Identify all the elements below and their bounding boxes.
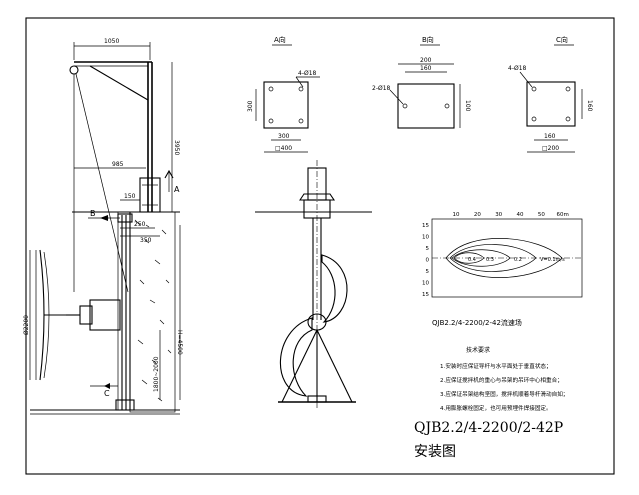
flow-y-tick: 10 (422, 235, 429, 241)
dim-150: 150 (124, 193, 136, 200)
view-b: B向 2-Ø18 200 160 100 (372, 35, 471, 129)
view-a-hole: 4-Ø18 (298, 70, 317, 77)
flow-x-tick: 60m (557, 212, 569, 218)
dim-250: 250 (134, 221, 146, 228)
view-a-width: 300 (278, 133, 290, 140)
view-b-width-inner: 160 (420, 65, 432, 72)
dim-height: H=4500 (176, 330, 183, 355)
flow-y-tick: 5 (426, 246, 430, 252)
view-c-outer: □200 (542, 145, 559, 152)
view-b-title: B向 (422, 35, 434, 44)
side-view: 1050 3950 985 150 250 350 Ø2200 H=4500 1… (23, 38, 183, 415)
view-a: A向 4-Ø18 300 300 □400 (247, 35, 320, 153)
contour-inner (453, 252, 485, 264)
view-a-height: 300 (247, 100, 254, 112)
view-a-outer: □400 (275, 145, 292, 152)
contour-outer (445, 238, 563, 278)
contour-3 (451, 249, 511, 267)
tech-item-1: 1.安装时应保证导杆与水平面处于垂直状态； (440, 362, 552, 370)
tech-item-4: 4.用膨胀螺栓固定，也可用预埋件焊接固定。 (440, 404, 552, 412)
flow-x-tick: 20 (474, 212, 481, 218)
view-c-hole: 4-Ø18 (508, 65, 527, 72)
view-label-a: A (174, 185, 180, 194)
tech-requirements: 技术要求 1.安装时应保证导杆与水平面处于垂直状态； 2.应保证搅拌机的重心与吊… (440, 346, 568, 412)
drawing-border (25, 17, 615, 475)
tech-item-3: 3.应保证吊架结构坚固，搅拌机顺着导杆滑动自如； (440, 390, 568, 398)
view-label-b: B (90, 209, 96, 218)
model-number: QJB2.2/4-2200/2-42P (414, 420, 563, 436)
dim-range: 1800~2000 (153, 356, 160, 392)
flow-x-tick: 50 (538, 212, 545, 218)
front-view (255, 160, 372, 410)
dim-3950: 3950 (173, 140, 180, 155)
view-label-c: C (104, 389, 110, 398)
contour-label-02: 0.2 (514, 257, 522, 263)
view-a-title: A向 (274, 35, 286, 44)
view-b-width-outer: 200 (420, 57, 432, 64)
tech-item-2: 2.应保证搅拌机的重心与吊架的吊环中心相重合； (440, 376, 563, 384)
flow-y-tick: 15 (422, 292, 429, 298)
view-c-title: C向 (556, 35, 568, 44)
dim-350: 350 (140, 237, 152, 244)
view-c: C向 4-Ø18 160 160 □200 (508, 35, 593, 153)
dim-1050: 1050 (104, 38, 119, 45)
drawing-name: 安装图 (414, 444, 456, 460)
flow-x-tick: 10 (453, 212, 460, 218)
contour-label-v01: V=0.1m/s (540, 257, 565, 263)
flow-x-tick: 40 (517, 212, 524, 218)
flow-y-tick: 5 (426, 269, 430, 275)
flow-y-tick: 10 (422, 281, 429, 287)
tech-heading: 技术要求 (466, 346, 490, 354)
dim-985: 985 (112, 161, 124, 168)
flow-chart-caption: QJB2.2/4-2200/2-42流速场 (432, 318, 522, 327)
contour-2 (449, 244, 537, 272)
view-b-hole: 2-Ø18 (372, 85, 391, 92)
contour-label-03: 0.3 (486, 257, 494, 263)
flow-y-tick: 0 (426, 258, 430, 264)
flow-x-tick: 30 (495, 212, 502, 218)
flow-y-tick: 15 (422, 223, 429, 229)
contour-label-04: 0.4 (468, 257, 476, 263)
view-c-width: 160 (544, 133, 556, 140)
title-block: QJB2.2/4-2200/2-42P 安装图 (414, 420, 563, 460)
view-c-height: 160 (586, 100, 593, 112)
view-b-height: 100 (464, 100, 471, 112)
dim-diameter: Ø2200 (23, 315, 30, 335)
